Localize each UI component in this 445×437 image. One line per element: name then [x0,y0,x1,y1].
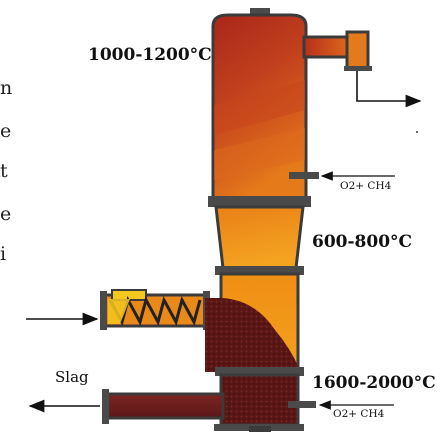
edge-glyph-5: i [0,243,7,265]
slag-label: Slag [55,368,89,386]
outlet-arrow [356,71,422,108]
gas-nozzle-lower [288,401,316,408]
top-cap [250,8,270,16]
melt-pile [205,298,298,372]
gas-inlet-label-upper: O2+ CH4 [340,180,392,192]
base-foot [249,426,271,432]
upper-band-1 [214,80,305,135]
feeder-flange-left [100,291,107,330]
bottom-hot-zone [219,373,300,427]
outlet-pipe [302,35,353,59]
slag-flange [102,389,109,424]
top-temperature-label: 1000-1200°C [88,45,212,65]
bottom-temperature-label: 1600-2000°C [312,373,436,393]
middle-temperature-label: 600-800°C [312,232,413,252]
edge-glyph-1: n [0,77,13,99]
feeder-hopper [111,289,147,301]
middle-section [214,205,305,270]
flange-middle [215,266,304,275]
flange-lower [215,367,304,376]
speck [416,131,418,133]
gas-nozzle-upper [289,172,319,179]
slag-pipe [106,392,225,420]
outlet-flange [344,66,372,71]
edge-glyph-2: e [0,120,12,142]
screw-fill [108,299,130,324]
outlet-elbow [345,30,370,70]
gas-inlet-label-lower: O2+ CH4 [333,408,385,420]
edge-glyph-3: t [0,160,8,182]
edge-glyph-4: e [0,203,12,225]
upper-band-2 [214,128,305,180]
flange-upper [208,196,311,207]
